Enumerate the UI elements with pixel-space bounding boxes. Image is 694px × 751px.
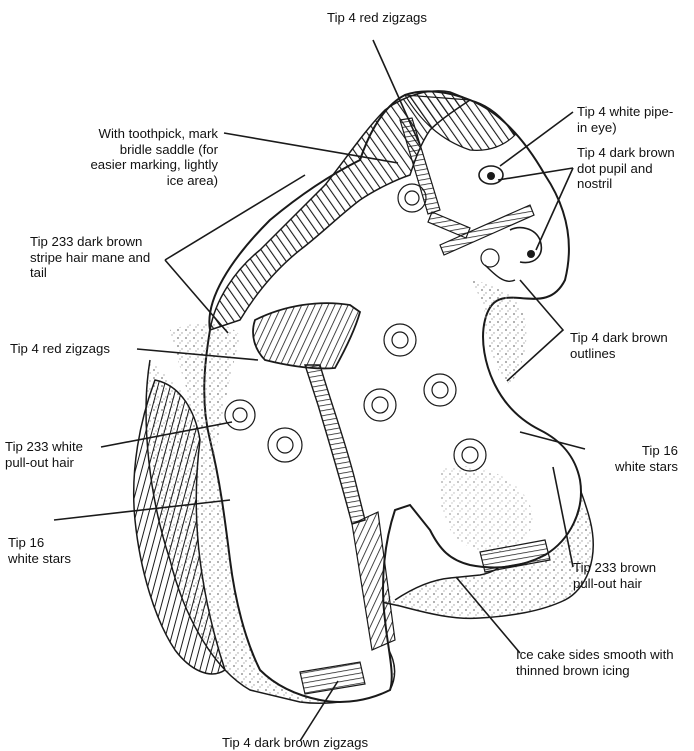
label-white-pullout-hair: Tip 233 white pull-out hair [5,439,105,470]
label-white-stars-left: Tip 16 white stars [8,535,98,566]
label-white-eye: Tip 4 white pipe- in eye) [577,104,692,135]
label-bottom-zigzags: Tip 4 dark brown zigzags [200,735,390,751]
label-saddle-red-zigzags: Tip 4 red zigzags [10,341,140,357]
label-top-red-zigzags: Tip 4 red zigzags [302,10,452,26]
label-white-stars-right: Tip 16 white stars [585,443,678,474]
label-toothpick-bridle: With toothpick, mark bridle saddle (for … [56,126,218,188]
eye-pupil [487,172,495,180]
label-brown-pullout-hair: Tip 233 brown pull-out hair [573,560,683,591]
label-dark-brown-outlines: Tip 4 dark brown outlines [570,330,690,361]
label-dark-brown-dot: Tip 4 dark brown dot pupil and nostril [577,145,692,192]
label-mane-tail: Tip 233 dark brown stripe hair mane and … [30,234,180,281]
nostril [527,250,535,258]
label-cake-sides: Ice cake sides smooth with thinned brown… [516,647,694,678]
